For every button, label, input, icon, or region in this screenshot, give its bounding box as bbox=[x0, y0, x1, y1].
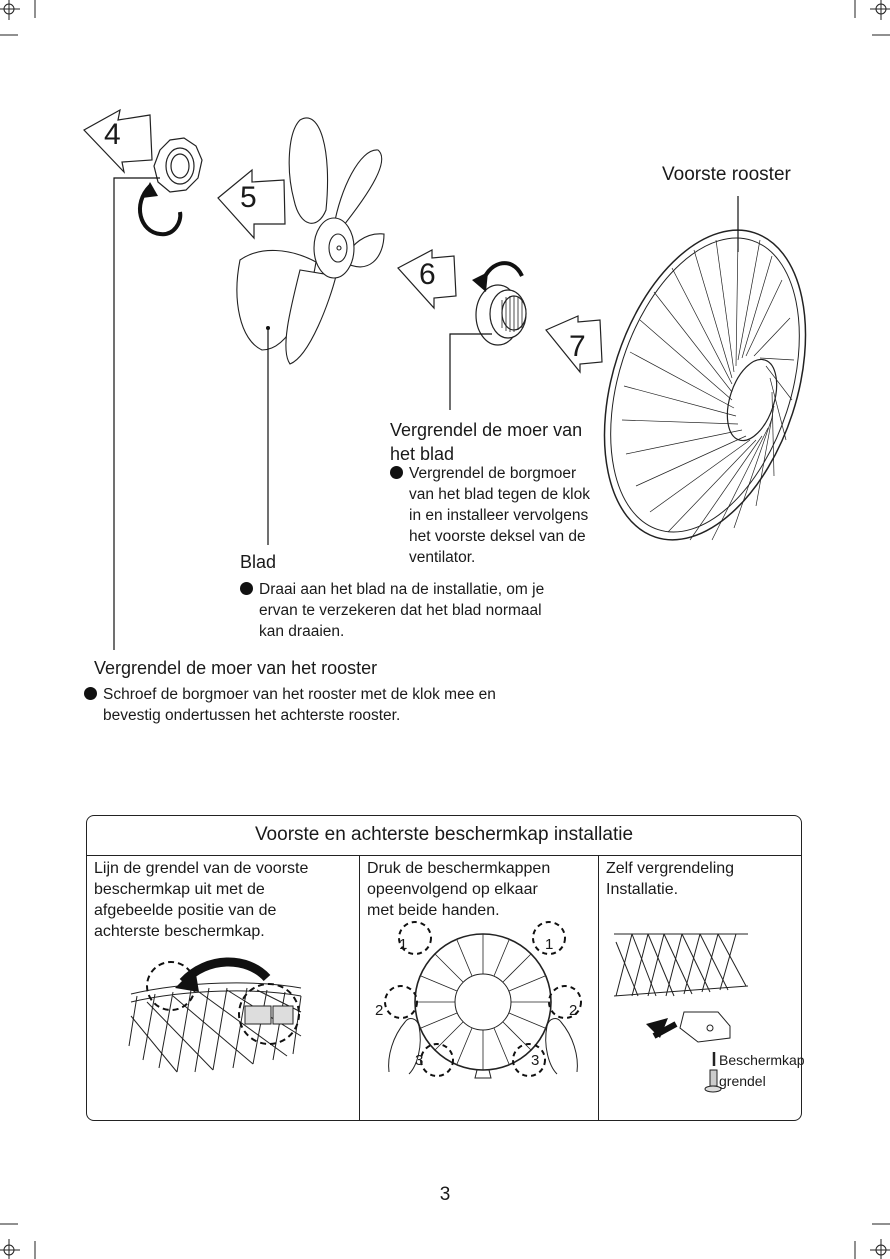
bullet-icon bbox=[84, 687, 97, 700]
blade-nut-instructions: Vergrendel de borgmoer van het blad tege… bbox=[390, 463, 600, 568]
press-order-3-left: 3 bbox=[415, 1052, 424, 1069]
bullet-icon bbox=[240, 582, 253, 595]
step-number-5: 5 bbox=[240, 181, 257, 214]
blade-nut bbox=[475, 284, 527, 346]
press-guards-illustration bbox=[384, 921, 582, 1079]
self-lock-illustration bbox=[613, 933, 749, 1093]
press-order-2-right: 2 bbox=[569, 1002, 578, 1019]
leader-blade-nut bbox=[449, 333, 492, 410]
front-grill bbox=[603, 229, 807, 541]
fan-blade bbox=[236, 117, 385, 365]
blade-title: Blad bbox=[240, 552, 277, 572]
latch-alignment-illustration bbox=[128, 957, 302, 1073]
column-divider bbox=[598, 855, 599, 1120]
step-arrow-7 bbox=[545, 315, 603, 374]
grill-nut bbox=[153, 137, 203, 193]
leader-grill-nut bbox=[113, 177, 160, 650]
press-order-2-left: 2 bbox=[375, 1002, 384, 1019]
step-number-4: 4 bbox=[104, 118, 121, 151]
step-arrow-6 bbox=[397, 249, 457, 310]
grill-nut-instructions: Schroef de borgmoer van het rooster met … bbox=[84, 684, 544, 726]
table-title: Voorste en achterste beschermkap install… bbox=[254, 824, 634, 845]
blade-nut-title-line1: Vergrendel de moer van bbox=[390, 420, 583, 440]
grill-nut-title: Vergrendel de moer van het rooster bbox=[94, 658, 378, 678]
press-order-3-right: 3 bbox=[531, 1052, 540, 1069]
press-order-1-right: 1 bbox=[545, 936, 554, 953]
blade-nut-title-line2: het blad bbox=[390, 444, 455, 464]
front-grill-label: Voorste rooster bbox=[662, 164, 791, 185]
guard-installation-table: Voorste en achterste beschermkap install… bbox=[86, 815, 805, 1121]
step-arrow-5 bbox=[217, 168, 286, 240]
step-number-6: 6 bbox=[419, 258, 436, 291]
press-order-1-left: 1 bbox=[399, 936, 408, 953]
bullet-icon bbox=[390, 466, 403, 479]
step-arrow-4 bbox=[83, 108, 153, 174]
column-divider bbox=[359, 855, 360, 1120]
blade-instructions: Draai aan het blad na de installatie, om… bbox=[240, 579, 570, 642]
table-divider bbox=[87, 855, 801, 856]
page-number: 3 bbox=[439, 1184, 451, 1205]
fan-assembly-diagram bbox=[83, 108, 807, 650]
step-number-7: 7 bbox=[569, 330, 586, 363]
